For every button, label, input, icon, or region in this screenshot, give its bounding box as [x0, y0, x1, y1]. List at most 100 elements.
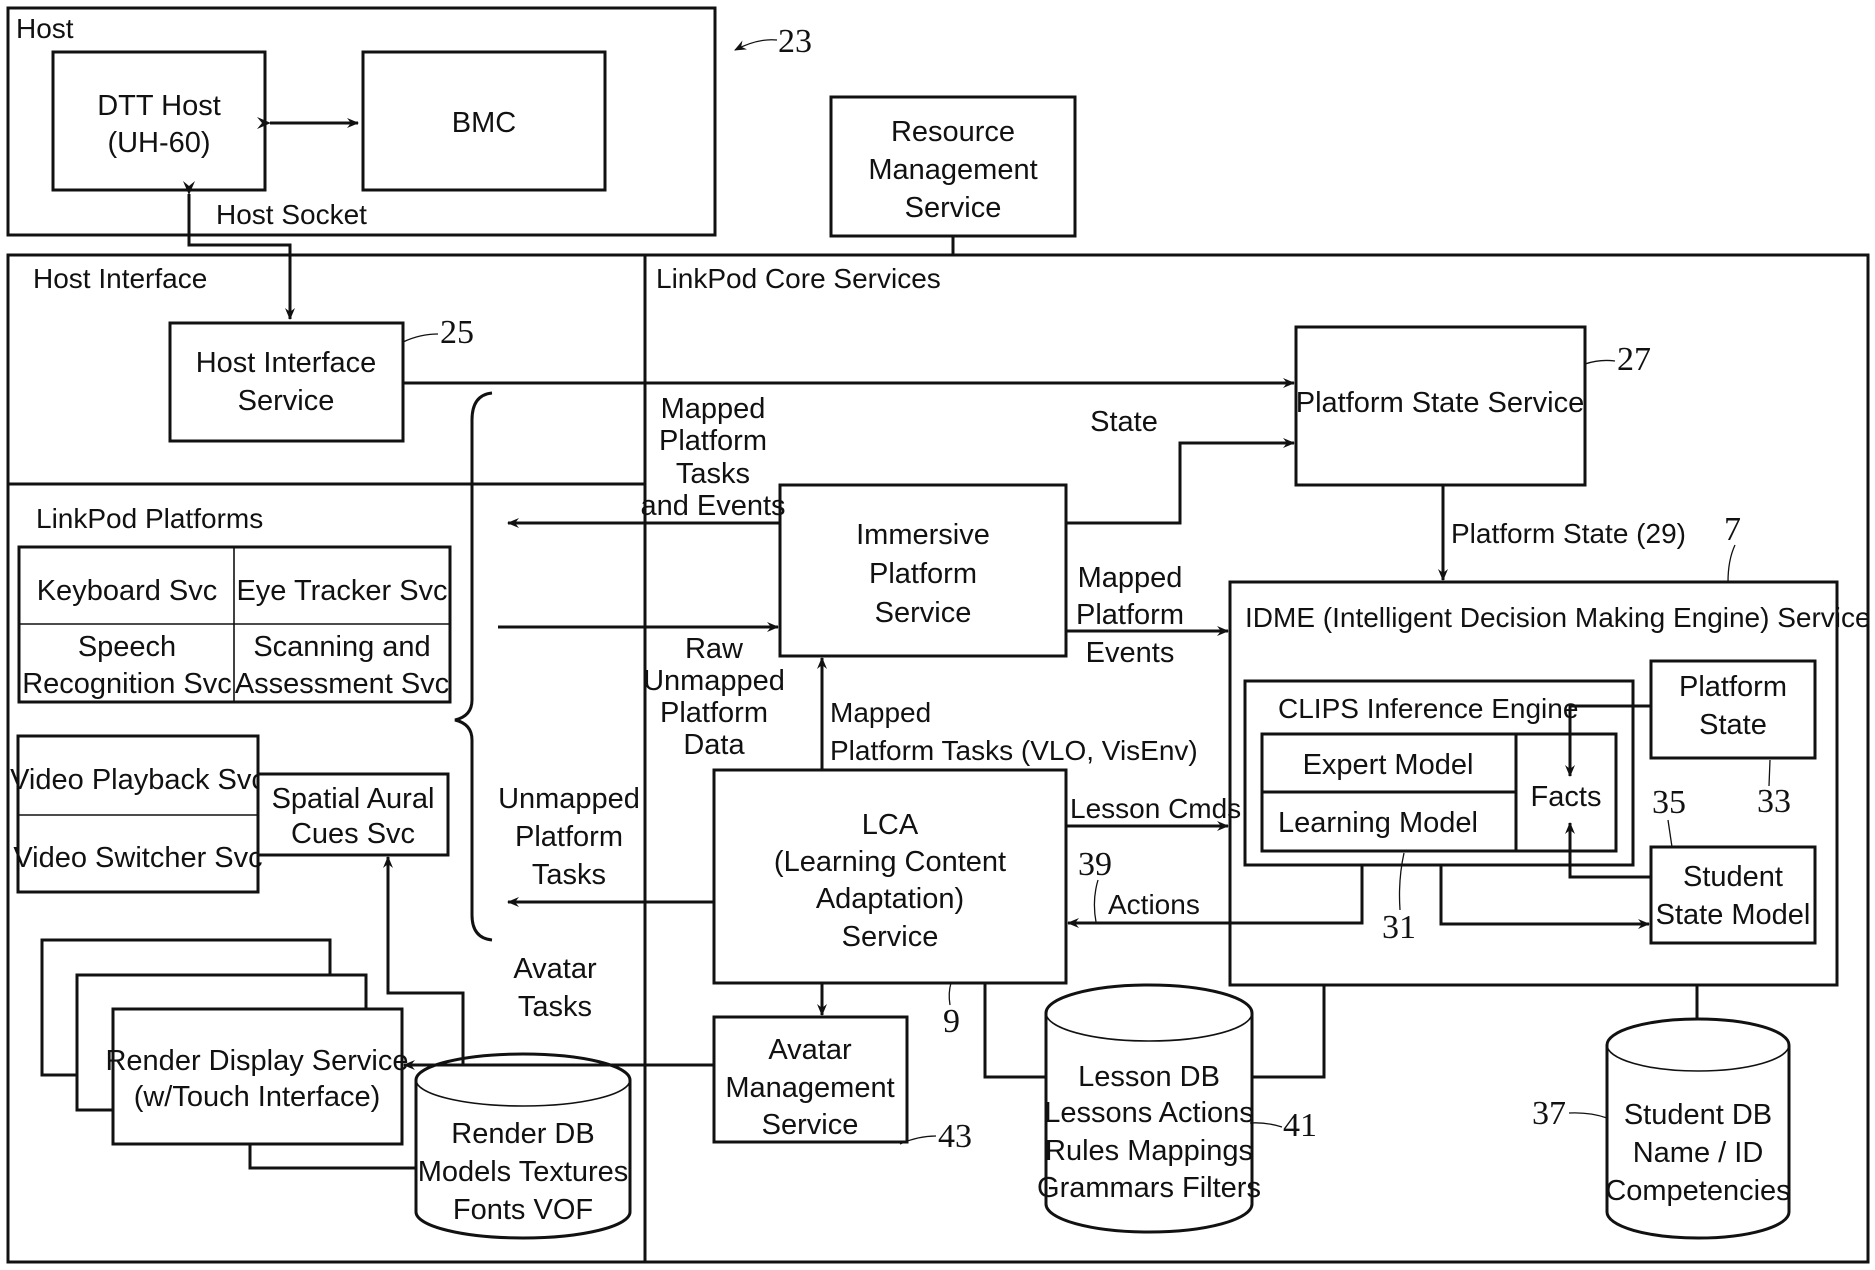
svg-text:Events: Events	[1086, 637, 1175, 669]
resource-line2: Management	[868, 154, 1037, 186]
avatar-tasks-to-spatial-arrow	[383, 856, 465, 1065]
resource-line3: Service	[905, 192, 1002, 224]
video-switcher-svc[interactable]: Video Switcher Svc	[13, 842, 262, 874]
ref-37: 37	[1532, 1095, 1566, 1132]
immersive-platform-service-box[interactable]: Immersive Platform Service	[778, 483, 1068, 658]
speech-recognition-svc-line2[interactable]: Recognition Svc	[22, 668, 232, 700]
ref-43: 43	[938, 1118, 972, 1155]
ref-9-leader	[948, 982, 952, 1006]
render-db-line3: Fonts VOF	[453, 1194, 593, 1226]
avatar-tasks-label: Avatar Tasks	[513, 953, 597, 1023]
svg-text:Tasks: Tasks	[532, 859, 606, 891]
svg-text:Platform: Platform	[1076, 599, 1184, 631]
svg-text:Raw: Raw	[685, 633, 744, 665]
render-display-service-box[interactable]: Render Display Service (w/Touch Interfac…	[105, 1007, 409, 1146]
learning-model[interactable]: Learning Model	[1278, 807, 1478, 839]
render-db-cylinder[interactable]: Render DB Models Textures Fonts VOF	[414, 1052, 632, 1240]
ref-23: 23	[778, 23, 812, 60]
svg-text:Platform: Platform	[660, 697, 768, 729]
ref-33: 33	[1757, 783, 1791, 820]
lca-service-box[interactable]: LCA (Learning Content Adaptation) Servic…	[712, 768, 1068, 985]
resource-management-box[interactable]: Resource Management Service	[829, 95, 1077, 238]
core-services-section-label: LinkPod Core Services	[656, 263, 941, 294]
svg-text:Platform: Platform	[659, 425, 767, 457]
dtt-host-box[interactable]: DTT Host (UH-60)	[51, 50, 267, 192]
ref-27: 27	[1617, 341, 1651, 378]
spatial-aural-cues-box[interactable]: Spatial Aural Cues Svc	[256, 772, 450, 857]
student-state-line1: Student	[1683, 861, 1783, 893]
lesson-cmds-label: Lesson Cmds	[1070, 793, 1241, 824]
lca-line3: Adaptation)	[816, 883, 964, 915]
host-socket-label: Host Socket	[216, 199, 367, 230]
dtt-host-line2: (UH-60)	[107, 127, 210, 159]
platform-state-to-facts-arrow	[1565, 704, 1651, 777]
scanning-assessment-svc-line1[interactable]: Scanning and	[253, 631, 430, 663]
bmc-box[interactable]: BMC	[361, 50, 607, 192]
idme-platform-state-line2: State	[1699, 709, 1767, 741]
avatar-management-service-box[interactable]: Avatar Management Service	[712, 1015, 909, 1144]
actions-arrow	[1067, 865, 1364, 928]
student-db-cylinder[interactable]: Student DB Name / ID Competencies	[1605, 1017, 1791, 1240]
spatial-line1: Spatial Aural	[272, 783, 435, 815]
keyboard-svc[interactable]: Keyboard Svc	[37, 575, 218, 607]
dtt-host-line1: DTT Host	[97, 90, 221, 122]
video-playback-svc[interactable]: Video Playback Svc	[10, 764, 266, 796]
unmapped-tasks-label: Unmapped Platform Tasks	[498, 783, 640, 891]
lesson-db-line1: Lesson DB	[1078, 1061, 1220, 1093]
lca-line1: LCA	[862, 809, 919, 841]
clips-title: CLIPS Inference Engine	[1278, 693, 1578, 724]
svg-text:Platform: Platform	[515, 821, 623, 853]
ref-33-leader	[1768, 759, 1771, 787]
student-db-line2: Name / ID	[1633, 1137, 1764, 1169]
lca-line2: (Learning Content	[774, 846, 1006, 878]
resource-line1: Resource	[891, 116, 1015, 148]
ref-41: 41	[1283, 1107, 1317, 1144]
platforms-section-label: LinkPod Platforms	[36, 503, 263, 534]
ref-35-leader	[1667, 819, 1673, 848]
svg-text:Tasks: Tasks	[518, 991, 592, 1023]
lca-line4: Service	[842, 921, 939, 953]
host-group: Host DTT Host (UH-60) BMC Host Socket	[6, 6, 717, 237]
clips-inference-engine-box[interactable]: CLIPS Inference Engine Expert Model Lear…	[1243, 679, 1635, 867]
his-line2: Service	[238, 385, 335, 417]
ref-37-leader	[1568, 1112, 1608, 1119]
platform-state-service-box[interactable]: Platform State Service	[1294, 325, 1587, 487]
render-db-line2: Models Textures	[418, 1156, 629, 1188]
student-db-line1: Student DB	[1624, 1099, 1772, 1131]
idme-platform-state-box[interactable]: Platform State	[1649, 659, 1817, 760]
bmc-label: BMC	[452, 107, 516, 139]
host-interface-service-box[interactable]: Host Interface Service	[168, 321, 405, 443]
ref-7-leader	[1727, 544, 1736, 583]
student-db-line3: Competencies	[1605, 1175, 1790, 1207]
student-state-model-box[interactable]: Student State Model	[1649, 845, 1817, 945]
ref-25-leader	[402, 333, 439, 343]
avatar-line2: Management	[725, 1072, 894, 1104]
svg-text:Data: Data	[683, 729, 745, 761]
actions-label: Actions	[1108, 889, 1200, 920]
avatar-line1: Avatar	[768, 1034, 852, 1066]
ref-43-leader	[899, 1135, 937, 1145]
eye-tracker-svc[interactable]: Eye Tracker Svc	[236, 575, 447, 607]
lesson-db-cylinder[interactable]: Lesson DB Lessons Actions Rules Mappings…	[1037, 983, 1261, 1234]
scanning-assessment-svc-line2[interactable]: Assessment Svc	[235, 668, 449, 700]
expert-model[interactable]: Expert Model	[1303, 749, 1474, 781]
avatar-line3: Service	[762, 1109, 859, 1141]
speech-recognition-svc-line1[interactable]: Speech	[78, 631, 176, 663]
ref-39-leader	[1093, 879, 1099, 923]
video-services-box: Video Playback Svc Video Switcher Svc	[10, 734, 266, 894]
ref-9: 9	[943, 1003, 960, 1040]
mapped-tasks-vlo-line2: Platform Tasks (VLO, VisEnv)	[830, 735, 1198, 766]
host-interface-section-label: Host Interface	[33, 263, 207, 294]
immersive-line1: Immersive	[856, 519, 990, 551]
ref-23-leader	[734, 39, 778, 51]
lca-to-lesson-db	[983, 983, 1046, 1079]
lesson-db-line4: Grammars Filters	[1037, 1172, 1261, 1204]
ref-27-leader	[1584, 359, 1616, 365]
mapped-tasks-vlo-line1: Mapped	[830, 697, 931, 728]
svg-text:and Events: and Events	[640, 490, 785, 522]
svg-text:Tasks: Tasks	[676, 458, 750, 490]
render-display-line1: Render Display Service	[105, 1045, 408, 1077]
facts[interactable]: Facts	[1531, 781, 1602, 813]
lesson-db-line2: Lessons Actions	[1044, 1097, 1254, 1129]
ref-31: 31	[1382, 909, 1416, 946]
